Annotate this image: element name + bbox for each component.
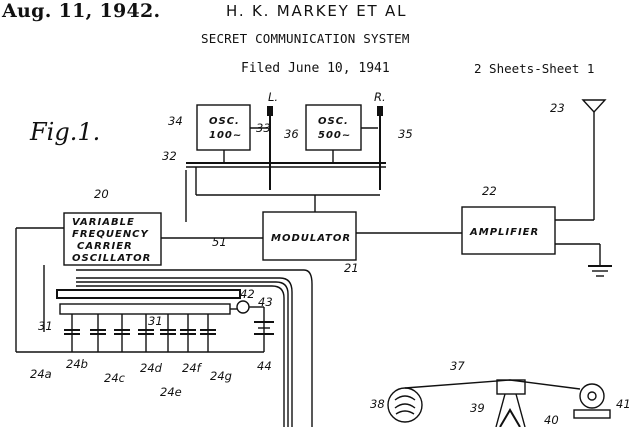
switch-contacts-row xyxy=(59,303,231,315)
ref-24c: 24c xyxy=(104,371,126,385)
capacitor-column-b xyxy=(90,314,106,352)
cable-51-line-3 xyxy=(76,285,285,427)
ref-39: 39 xyxy=(470,401,485,415)
tape-reader-head xyxy=(496,379,526,395)
ref-21: 21 xyxy=(344,261,359,275)
vfo-box xyxy=(63,212,162,266)
capacitor-column-d xyxy=(138,314,154,352)
ref-43: 43 xyxy=(258,295,273,309)
capacitor-column-e xyxy=(160,314,176,352)
ref-31-left: 31 xyxy=(38,319,53,333)
ref-23: 23 xyxy=(550,101,565,115)
patent-title: SECRET COMMUNICATION SYSTEM xyxy=(201,31,410,46)
ref-24a: 24a xyxy=(30,367,52,381)
ref-51: 51 xyxy=(212,235,227,249)
ref-40: 40 xyxy=(544,413,559,427)
ref-41: 41 xyxy=(616,397,631,411)
ref-35: 35 xyxy=(398,127,413,141)
amplifier-label: AMPLIFIER xyxy=(469,227,539,238)
drive-motor-hub xyxy=(587,391,597,401)
sheet-number: 2 Sheets-Sheet 1 xyxy=(474,61,595,76)
switch-bank-bar xyxy=(56,289,241,299)
ref-36: 36 xyxy=(284,127,299,141)
antenna-icon xyxy=(581,99,607,114)
ref-34: 34 xyxy=(168,114,183,128)
cable-51-line-2 xyxy=(76,281,289,427)
figure-label: Fig.1. xyxy=(29,118,100,146)
ref-24b: 24b xyxy=(66,357,88,371)
cable-51-outer xyxy=(76,269,313,427)
oscillator-100-label-2: 100~ xyxy=(209,130,242,141)
capacitor-column-f xyxy=(180,314,196,352)
ref-32: 32 xyxy=(162,149,177,163)
ref-24e: 24e xyxy=(160,385,182,399)
relay-coil-icon xyxy=(236,300,250,314)
tape-reader-base xyxy=(499,408,521,427)
filing-date: Filed June 10, 1941 xyxy=(241,61,390,76)
left-key-contact xyxy=(267,106,273,116)
tape-reel-windings xyxy=(394,395,416,415)
vfo-label-1: VARIABLE xyxy=(72,217,135,228)
inventor-name: H. K. MARKEY ET AL xyxy=(226,2,408,20)
ref-24g: 24g xyxy=(210,369,232,383)
oscillator-100-box xyxy=(196,104,251,151)
tape-reader-contacts xyxy=(495,393,526,427)
capacitor-column-c xyxy=(114,314,130,352)
ref-20: 20 xyxy=(94,187,109,201)
vfo-label-3: CARRIER xyxy=(77,241,133,252)
ref-24f: 24f xyxy=(182,361,203,375)
cable-51-line-1 xyxy=(76,277,293,427)
vfo-label-2: FREQUENCY xyxy=(72,229,150,240)
amplifier-box xyxy=(461,206,556,255)
channel-right-label: R. xyxy=(374,90,386,104)
oscillator-500-label-1: OSC. xyxy=(318,116,349,127)
ref-44: 44 xyxy=(257,359,272,373)
oscillator-500-label-2: 500~ xyxy=(318,130,351,141)
modulator-label: MODULATOR xyxy=(271,233,351,244)
right-key-contact xyxy=(377,106,383,116)
ref-22: 22 xyxy=(482,184,497,198)
modulator-box xyxy=(262,211,357,261)
capacitor-column-g xyxy=(200,314,216,352)
oscillator-500-box xyxy=(305,104,362,151)
ref-31-mid: 31 xyxy=(148,314,163,328)
patent-date: Aug. 11, 1942. xyxy=(2,0,161,22)
drive-motor-icon xyxy=(579,383,605,409)
vfo-label-4: OSCILLATOR xyxy=(72,253,151,264)
drive-motor-base xyxy=(573,409,611,419)
control-tape xyxy=(404,379,581,390)
ref-38: 38 xyxy=(370,397,385,411)
capacitor-column-a xyxy=(64,314,80,352)
ref-33: 33 xyxy=(256,121,271,135)
ref-42: 42 xyxy=(240,287,255,301)
ref-24d: 24d xyxy=(140,361,163,375)
channel-left-label: L. xyxy=(268,90,278,104)
tape-reel-icon xyxy=(387,387,423,423)
ref-37: 37 xyxy=(450,359,465,373)
oscillator-100-label-1: OSC. xyxy=(209,116,240,127)
